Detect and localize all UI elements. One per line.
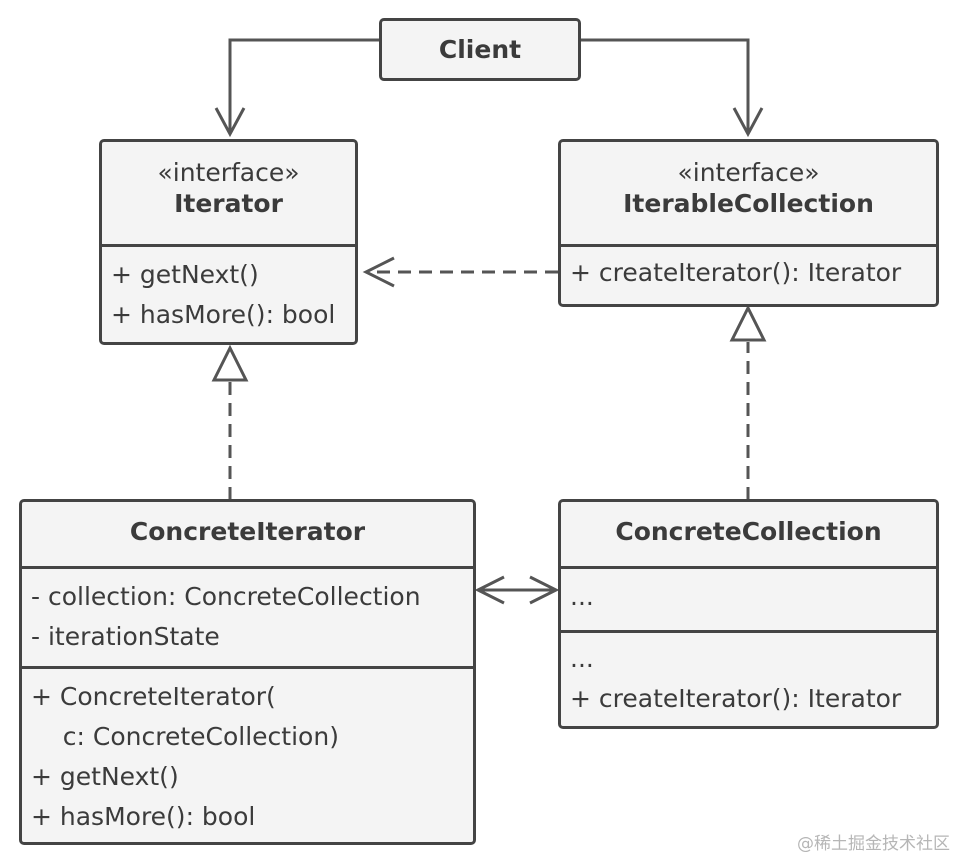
concrete-collection-name: ConcreteCollection <box>615 517 882 546</box>
client-to-iterator-arrowhead <box>214 107 246 138</box>
client-name: Client <box>438 35 522 64</box>
concrete-iterator-method: + ConcreteIterator( <box>31 682 276 711</box>
client-to-collection-line <box>580 38 750 134</box>
concrete-iterator-field: - iterationState <box>31 622 220 651</box>
iterator-interface: «interface» Iterator + getNext() + hasMo… <box>99 139 358 345</box>
dependency-arrowhead <box>362 256 395 288</box>
concrete-iterator-method: + hasMore(): bool <box>31 802 256 831</box>
concrete-collection-class: ConcreteCollection ... ... + createItera… <box>558 499 939 729</box>
iterator-header: «interface» Iterator <box>102 142 355 244</box>
concrete-iterator-class: ConcreteIterator - collection: ConcreteC… <box>19 499 476 845</box>
concrete-collection-field: ... <box>570 582 594 611</box>
concrete-collection-methods: ... + createIterator(): Iterator <box>561 630 936 726</box>
iterator-stereotype: «interface» <box>157 158 300 187</box>
association-arrowhead-right <box>529 575 560 605</box>
iterable-collection-header: «interface» IterableCollection <box>561 142 936 244</box>
collection-realization-triangle <box>729 304 767 342</box>
iterator-realization-triangle <box>211 344 249 382</box>
concrete-iterator-name: ConcreteIterator <box>129 517 366 546</box>
concrete-iterator-methods: + ConcreteIterator( c: ConcreteCollectio… <box>22 666 473 842</box>
client-to-iterator-line <box>228 38 380 134</box>
watermark: @稀土掘金技术社区 <box>797 834 950 854</box>
concrete-collection-method: + createIterator(): Iterator <box>570 684 902 713</box>
iterable-collection-name: IterableCollection <box>623 189 874 218</box>
client-class: Client <box>379 18 581 81</box>
concrete-iterator-field: - collection: ConcreteCollection <box>31 582 421 611</box>
concrete-iterator-fields: - collection: ConcreteCollection - itera… <box>22 566 473 666</box>
iterator-method: + getNext() <box>111 260 259 289</box>
iterator-methods: + getNext() + hasMore(): bool <box>102 244 355 342</box>
iterable-collection-methods: + createIterator(): Iterator <box>561 244 936 304</box>
client-to-collection-arrowhead <box>732 107 764 138</box>
concrete-iterator-method: c: ConcreteCollection) <box>31 722 339 751</box>
concrete-collection-fields: ... <box>561 566 936 630</box>
concrete-collection-method: ... <box>570 644 594 673</box>
iterator-method: + hasMore(): bool <box>111 300 336 329</box>
iterable-collection-stereotype: «interface» <box>677 158 820 187</box>
association-arrowhead-left <box>474 575 505 605</box>
iterator-name: Iterator <box>174 189 283 218</box>
iterable-collection-method: + createIterator(): Iterator <box>570 258 902 287</box>
iterable-collection-interface: «interface» IterableCollection + createI… <box>558 139 939 307</box>
concrete-iterator-method: + getNext() <box>31 762 179 791</box>
